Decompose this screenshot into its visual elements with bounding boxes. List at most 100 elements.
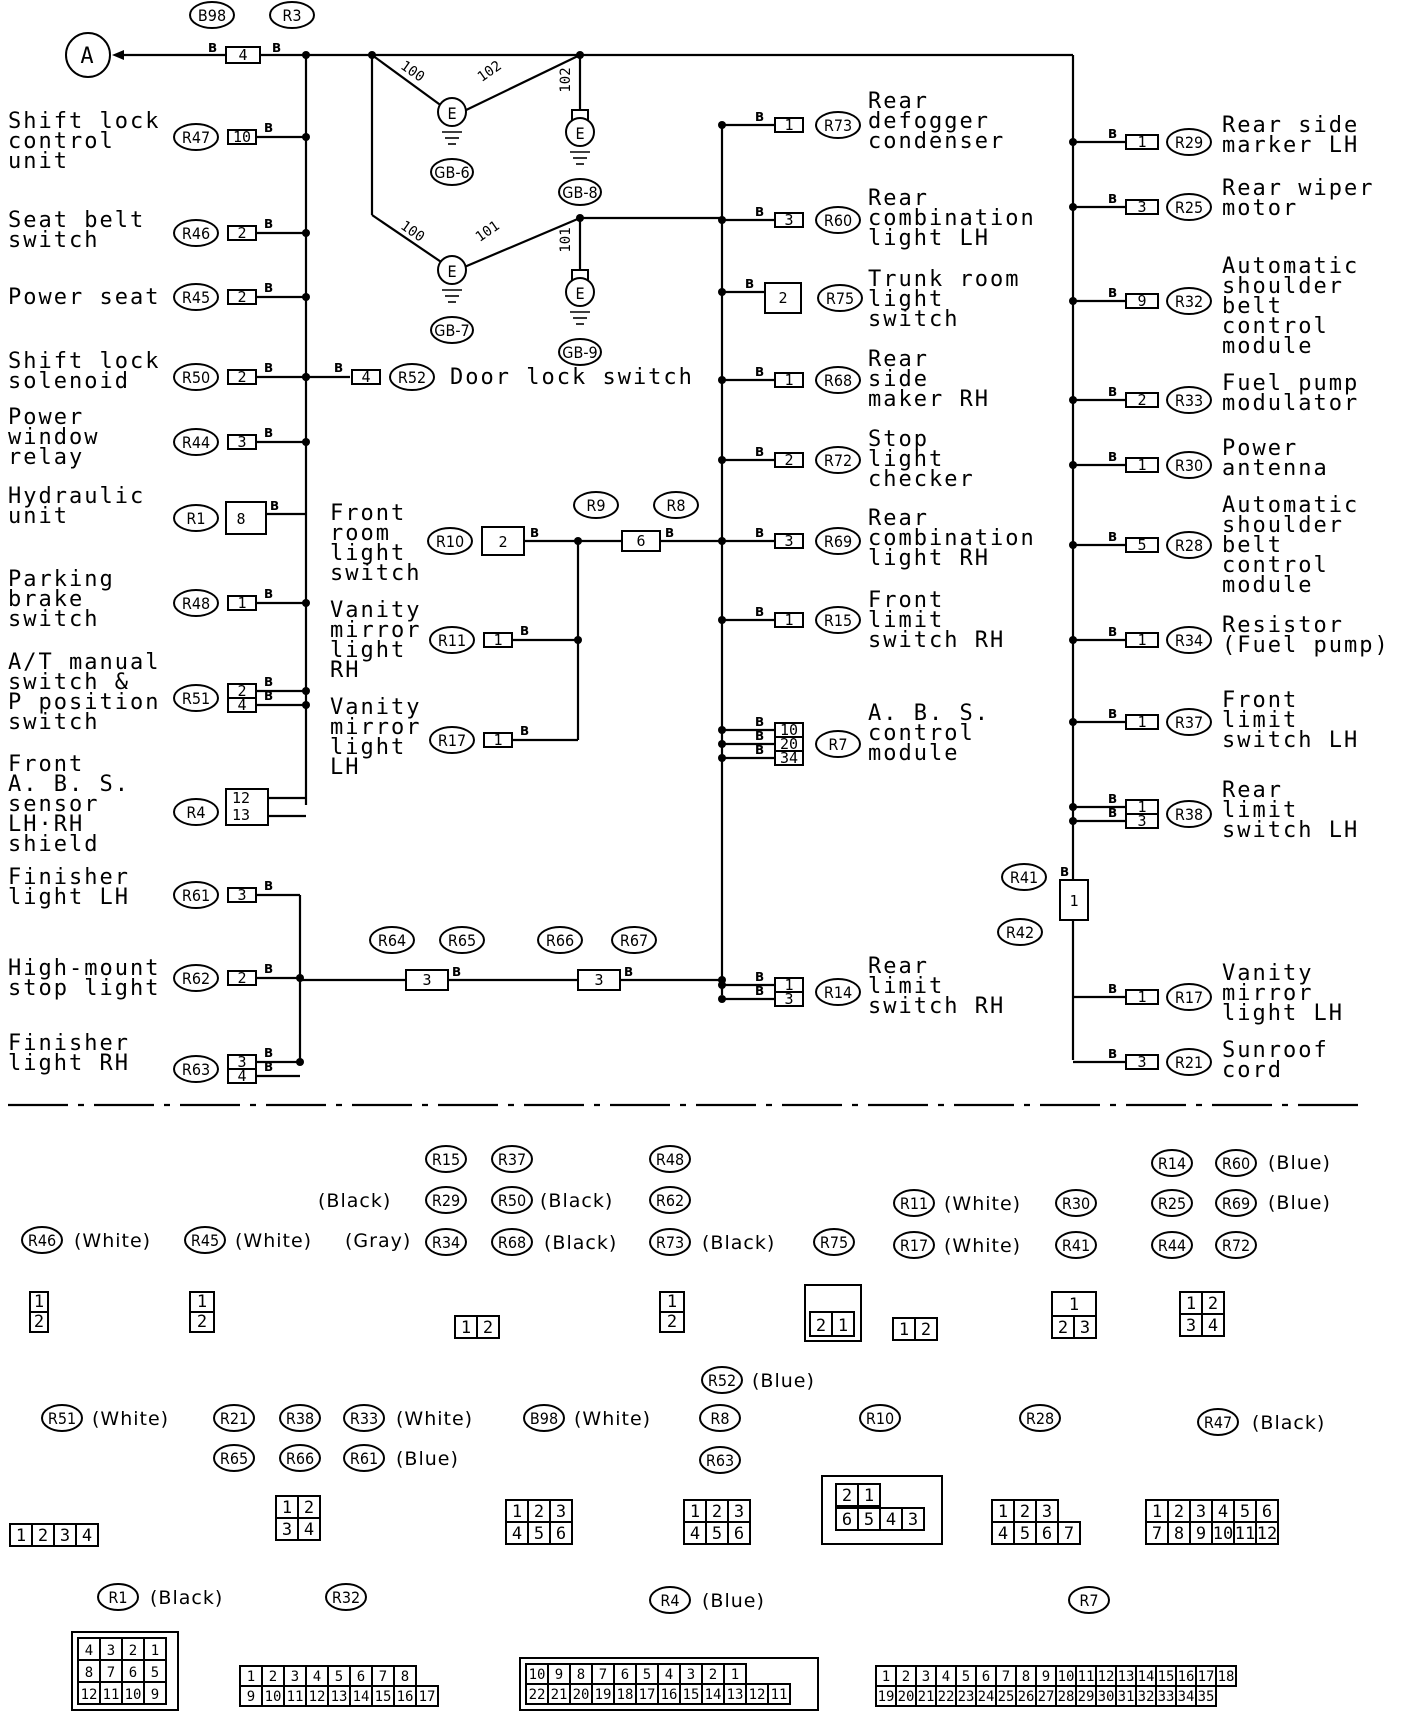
legend-R62-oval — [649, 1186, 691, 1214]
power-seat-line: Power seat — [8, 285, 160, 310]
power-antenna-line: Power — [1222, 436, 1298, 461]
legend-B98-oval — [523, 1404, 565, 1432]
door-lock-conn-id: R52 — [398, 368, 426, 387]
power-window-relay-line: Power — [8, 405, 84, 430]
rear-side-maker-rh-pin: 1 — [784, 371, 793, 389]
g8-pin: 2 — [1208, 1294, 1218, 1314]
junction-dot — [302, 51, 310, 59]
legend-R69-id: R69 — [1222, 1194, 1250, 1213]
g8-pin: 4 — [1208, 1316, 1218, 1336]
wire-101: 101 — [473, 218, 503, 246]
g15-pin: 3 — [1196, 1502, 1206, 1522]
power-window-relay-pin-box — [227, 434, 257, 450]
g2-pin: 2 — [197, 1312, 207, 1332]
shift-lock-control-unit-line: control — [8, 129, 115, 154]
wire-color-code: B — [1108, 806, 1117, 820]
legend-R17-id: R17 — [900, 1236, 928, 1255]
r66-oval — [537, 926, 583, 954]
auto-shoulder-belt-2-line: Automatic — [1222, 493, 1359, 518]
g19-pin: 18 — [1218, 1669, 1235, 1685]
g19-pin: 2 — [902, 1669, 910, 1685]
auto-shoulder-belt-1-line: belt — [1222, 294, 1283, 319]
door-lock-conn-oval — [389, 363, 435, 391]
g19-cell — [1195, 1685, 1217, 1707]
junction-dot — [1069, 138, 1077, 146]
legend-R33-id: R33 — [350, 1409, 378, 1428]
gb6-circle — [437, 97, 467, 127]
rear-combination-light-lh-line: light LH — [868, 226, 990, 251]
g19-pin: 24 — [978, 1689, 995, 1705]
rear-limit-switch-rh-line: Rear — [868, 954, 929, 979]
resistor-fuel-pump-conn-oval — [1166, 626, 1212, 654]
rear-combination-light-rh-pin: 3 — [784, 532, 793, 550]
r42-id: R42 — [1006, 923, 1034, 942]
junction-dot — [1069, 817, 1077, 825]
legend-color: (Black) — [540, 1190, 613, 1212]
wire-color-code: B — [755, 970, 764, 984]
front-room-light-switch-conn-oval — [427, 527, 473, 555]
legend-R50-id: R50 — [498, 1191, 526, 1210]
g17-pin: 3 — [291, 1669, 299, 1685]
wire-color-code: B — [264, 675, 273, 689]
junction-dot — [718, 537, 726, 545]
g17-pin: 13 — [331, 1689, 348, 1705]
front-limit-switch-lh-line: switch LH — [1222, 728, 1359, 753]
stop-light-checker-line: Stop — [868, 427, 929, 452]
g19-cell — [1215, 1665, 1237, 1687]
legend-color: (Gray) — [345, 1230, 411, 1252]
junction-dot — [1069, 396, 1077, 404]
junction-dot — [718, 121, 726, 129]
at-manual-switch-pin: 2 — [237, 682, 246, 700]
g19-pin: 35 — [1198, 1689, 1215, 1705]
legend-R41-oval — [1055, 1231, 1097, 1259]
g15-pin: 9 — [1196, 1524, 1206, 1544]
wire-color-code: B — [264, 281, 273, 295]
fuel-pump-modulator-pin: 2 — [1137, 391, 1146, 409]
front-room-light-switch-line: room — [330, 521, 391, 546]
g18-pin: 12 — [749, 1687, 766, 1703]
rear-side-maker-rh-conn-oval — [815, 366, 861, 394]
vanity-mirror-light-lh-line: light LH — [1222, 1001, 1344, 1026]
hydraulic-unit-line: Hydraulic — [8, 484, 145, 509]
vanity-mirror-light-lh-pin: 1 — [1137, 988, 1146, 1006]
front-limit-switch-lh-line: limit — [1222, 708, 1298, 733]
auto-shoulder-belt-1-conn-id: R32 — [1175, 292, 1203, 311]
g8-pin: 3 — [1186, 1316, 1196, 1336]
g15-cell — [1255, 1521, 1279, 1545]
rear-combination-light-lh-conn-oval — [815, 206, 861, 234]
b98-r3-connector — [225, 46, 261, 64]
g14-cell — [1057, 1521, 1081, 1545]
front-limit-switch-rh-line: switch RH — [868, 628, 1005, 653]
g4-pin: 1 — [667, 1292, 677, 1312]
r64-oval — [369, 926, 415, 954]
gb8-tag-oval — [558, 178, 602, 206]
front-abs-sensor-shield-pin: 12 — [232, 789, 250, 807]
wire-color-code: B — [755, 205, 764, 219]
front-abs-sensor-shield-conn-id: R4 — [186, 803, 205, 822]
g17-pin: 12 — [309, 1689, 326, 1705]
legend-R15-oval — [425, 1145, 467, 1173]
rear-defogger-condenser-line: condenser — [868, 129, 1005, 154]
rear-limit-switch-rh-conn-id: R14 — [824, 983, 852, 1002]
junction-dot — [302, 229, 310, 237]
gb7-e: E — [447, 262, 456, 281]
finisher-light-rh-pin: 3 — [237, 1053, 246, 1071]
front-room-light-switch-line: light — [330, 541, 406, 566]
legend-R72-oval — [1215, 1231, 1257, 1259]
g1-pin: 2 — [34, 1312, 44, 1332]
legend-color: (Blue) — [1268, 1152, 1331, 1174]
g11-pin: 3 — [556, 1502, 566, 1522]
rear-limit-switch-lh-pin: 1 — [1137, 798, 1146, 816]
legend-R47-id: R47 — [1204, 1413, 1232, 1432]
junction-dot — [718, 288, 726, 296]
legend-color: (Black) — [150, 1587, 223, 1609]
finisher-light-rh-pin-box — [227, 1068, 257, 1084]
legend-R28-oval — [1019, 1404, 1061, 1432]
g19-pin: 23 — [958, 1689, 975, 1705]
finisher-light-rh-conn-oval — [173, 1055, 219, 1083]
legend-R15-id: R15 — [432, 1150, 460, 1169]
front-limit-switch-rh-conn-oval — [815, 606, 861, 634]
rear-limit-switch-lh-conn-id: R38 — [1175, 805, 1203, 824]
r64-pin: 3 — [422, 971, 431, 989]
g13-pin: 5 — [864, 1510, 874, 1530]
